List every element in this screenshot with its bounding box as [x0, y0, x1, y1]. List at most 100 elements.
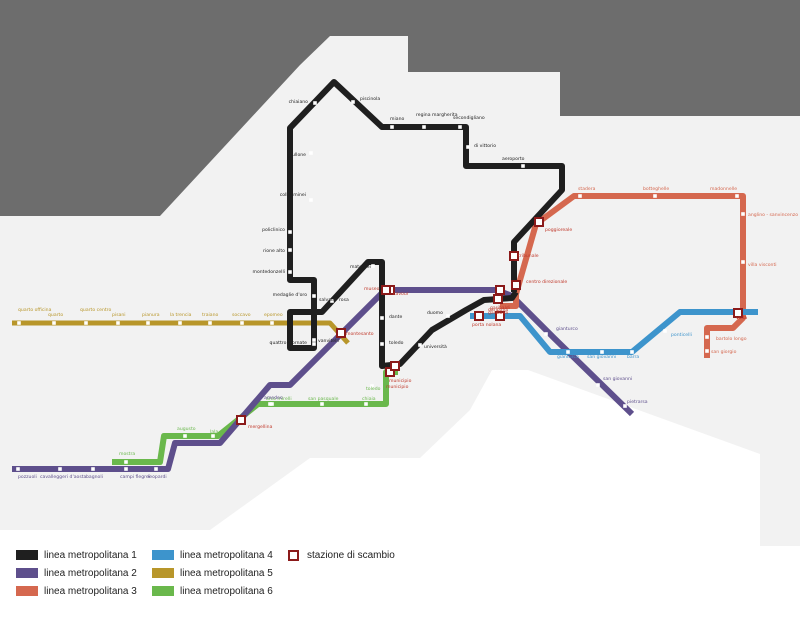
station-marker-l1-toledo: [380, 342, 384, 346]
station-label-l2-amedeo: amedeo: [264, 395, 283, 401]
station-marker-l1-salvator-rosa: [330, 299, 334, 303]
legend-swatch-l5: [152, 568, 174, 578]
line-route-l2: [12, 287, 635, 472]
legend-label-l4: linea metropolitana 4: [180, 549, 273, 561]
station-marker-l1-medaglie-d-oro: [312, 294, 316, 298]
interchange-marker-l4-porta-nolana: [474, 311, 484, 321]
station-marker-l2-campi-flegrei: [124, 467, 128, 471]
station-marker-l3-villa-visconti: [741, 260, 745, 264]
station-label-l1-quattro-giornate: quattro giornate: [270, 340, 308, 346]
interchange-marker-l1-poggioreale: [534, 217, 544, 227]
station-label-l1-policlinico: policlinico: [262, 227, 285, 233]
interchange-marker-l1-museo: [381, 285, 391, 295]
station-label-l1-miano: miano: [390, 116, 404, 122]
line-route-l3: [500, 193, 746, 358]
station-label-l6-chiaia: chiaia: [362, 396, 376, 402]
station-marker-l5-la-trencia: [178, 321, 182, 325]
station-marker-l2-amedeo: [268, 402, 272, 406]
station-marker-l6-toledo: [370, 384, 374, 388]
station-marker-l2-cavalleggeri-d-aosta: [58, 467, 62, 471]
station-marker-l6-lala: [211, 434, 215, 438]
station-marker-l3-madonnelle: [735, 194, 739, 198]
station-label-l1-piscinola: piscinola: [360, 96, 380, 102]
station-label-l2-gianturco: gianturco: [556, 326, 578, 332]
station-label-l1-regina-margherita: regina margherita: [416, 112, 458, 118]
legend-swatch-l2: [16, 568, 38, 578]
station-label-l2-pietrarsa: pietrarsa: [627, 399, 648, 405]
station-label-l1-rione-alto: rione alto: [263, 248, 285, 254]
station-marker-l3-anglino-sanvincenzo: [741, 212, 745, 216]
station-label-l1-dante: dante: [389, 314, 402, 320]
station-marker-l5-soccavo: [240, 321, 244, 325]
legend: linea metropolitana 1 linea metropolitan…: [14, 546, 434, 606]
line-route-l4: [470, 309, 758, 355]
interchange-marker-l1-tribunale: [509, 251, 519, 261]
legend-item-l2: linea metropolitana 2: [16, 566, 137, 580]
station-marker-l5-quarto-centro: [84, 321, 88, 325]
station-label-l1-tribunale: tribunale: [518, 253, 539, 259]
station-marker-l1-quattro-giornate: [312, 342, 316, 346]
interchange-marker-l2-mergellina: [236, 415, 246, 425]
station-label-l1-medaglie-d-oro: medaglie d'oro: [273, 292, 308, 298]
legend-label-l3: linea metropolitana 3: [44, 585, 137, 597]
station-label-l3-bartolo-longo: bartolo longo: [716, 336, 747, 342]
station-label-l2-cavalleggeri-d-aosta: cavalleggeri d'aosta: [40, 474, 87, 480]
station-marker-l3-botteghelle: [653, 194, 657, 198]
station-marker-l2-pozzuoli: [16, 467, 20, 471]
station-label-l6-arco-mirelli: arco mirelli: [266, 396, 292, 402]
station-marker-l5-pisani: [116, 321, 120, 325]
station-label-l2-cavour: cavour: [393, 291, 409, 297]
station-label-l5-la-trencia: la trencia: [170, 312, 192, 318]
interchange-marker-l4-volla: [733, 308, 743, 318]
station-marker-l1-regina-margherita: [422, 125, 426, 129]
legend-label-l5: linea metropolitana 5: [180, 567, 273, 579]
station-marker-l1-di-vittorio: [466, 145, 470, 149]
station-marker-l1-frullone: [309, 151, 313, 155]
station-marker-l1-dante: [380, 316, 384, 320]
station-marker-l1-vanvitelli: [312, 338, 316, 342]
station-label-l1-duomo: duomo: [427, 310, 443, 316]
station-label-l5-traiano: traiano: [202, 312, 219, 318]
station-label-l5-quarto-officina: quarto officina: [18, 307, 52, 313]
legend-label-l6: linea metropolitana 6: [180, 585, 273, 597]
legend-label-l2: linea metropolitana 2: [44, 567, 137, 579]
station-label-l6-toledo: toledo: [366, 386, 381, 392]
station-label-l5-pianura: pianura: [142, 312, 160, 318]
interchange-marker-l4-garibaldi: [495, 311, 505, 321]
station-label-l1-municipio: municipio: [389, 378, 412, 384]
station-marker-l4-gianturco: [566, 350, 570, 354]
station-label-l4-san-giovanni: san giovanni: [587, 354, 616, 360]
station-label-l2-bagnoli: bagnoli: [86, 474, 103, 480]
station-marker-l2-bagnoli: [91, 467, 95, 471]
station-marker-l6-arco-mirelli: [270, 402, 274, 406]
station-marker-l3-stadera: [578, 194, 582, 198]
station-label-l1-aeroporto: aeroporto: [502, 156, 525, 162]
station-marker-l5-quarto: [52, 321, 56, 325]
legend-item-l3: linea metropolitana 3: [16, 584, 137, 598]
station-marker-l5-epomeo: [270, 321, 274, 325]
station-marker-l1-miano: [390, 125, 394, 129]
station-marker-l4-san-giovanni: [600, 350, 604, 354]
station-marker-l1-chiaiano: [313, 101, 317, 105]
station-label-l4-barra: barra: [627, 354, 639, 360]
station-label-l1-di-vittorio: di vittorio: [474, 143, 496, 149]
station-label-l4-ponticelli: ponticelli: [671, 332, 692, 338]
station-marker-l1-rione-alto: [288, 248, 292, 252]
station-marker-l2-san-giovanni: [596, 383, 600, 387]
station-label-l5-pisani: pisani: [112, 312, 126, 318]
station-marker-l1-montedonzelli: [288, 270, 292, 274]
station-marker-l4-ponticelli: [663, 329, 667, 333]
station-marker-l3-bartolo-longo: [705, 335, 709, 339]
station-label-l1-materdei: materdei: [350, 264, 371, 270]
station-label-l1-toledo: toledo: [389, 340, 404, 346]
line-route-l1: [287, 79, 565, 369]
station-label-l2-san-giovanni: san giovanni: [603, 376, 632, 382]
station-label-l4-porta-nolana: porta nolana: [472, 322, 501, 328]
station-label-l1-universit: università: [424, 343, 447, 350]
station-label-l1-museo: museo: [364, 287, 380, 292]
station-label-l1-salvator-rosa: salvator rosa: [319, 297, 349, 303]
station-label-l6-municipio: municipio: [386, 384, 409, 390]
station-marker-l1-piscinola: [351, 100, 355, 104]
